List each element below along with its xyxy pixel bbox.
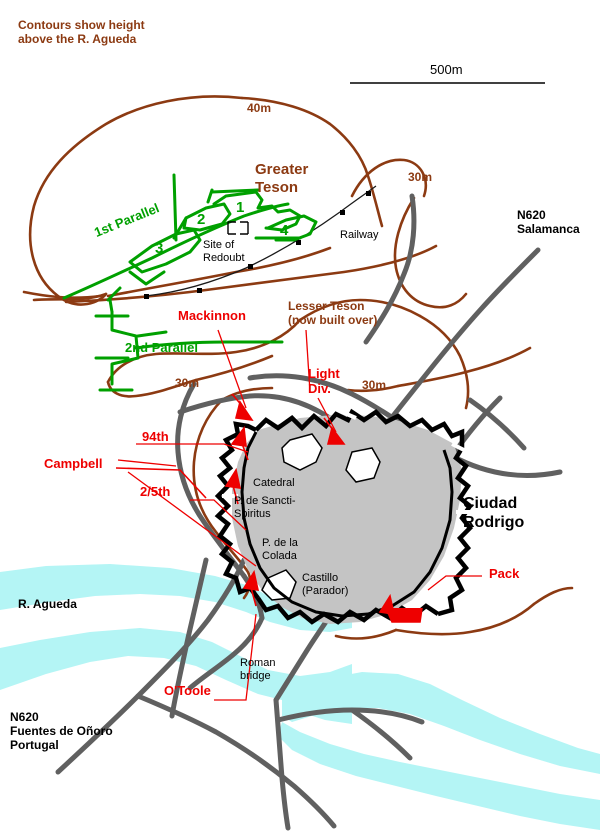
battery-2: [182, 202, 232, 232]
road-n620-fuentes: [55, 557, 247, 775]
assault-indicators: [117, 329, 482, 701]
leader-pack: [427, 575, 482, 591]
wall-east: [437, 446, 474, 617]
battery-4: [266, 214, 318, 242]
label-roman-bridge: Roman bridge: [240, 657, 276, 682]
label-second-parallel: 2nd Parallel: [125, 340, 198, 355]
road-roman-bridge: [273, 697, 291, 831]
label-light-div: Light Div.: [308, 366, 340, 397]
contour-30m-right: [350, 158, 427, 198]
label-n620-salamanca: N620 Salamanca: [517, 208, 580, 237]
contour-label-30m-northeast: 30m: [408, 170, 433, 184]
label-river-agueda: R. Agueda: [18, 597, 77, 611]
road-n620-salamanca: [379, 247, 541, 433]
city-walls: [214, 408, 474, 625]
label-site-of-redoubt: Site of Redoubt: [203, 239, 245, 264]
leader-mackinnon: [217, 329, 247, 409]
first-parallel-line: [62, 202, 290, 300]
contour-label-30m-west: 30m: [175, 376, 200, 390]
label-castillo-parador: Castillo (Parador): [302, 572, 349, 597]
label-2-5th: 2/5th: [140, 484, 171, 499]
communication-trench-north: [172, 173, 178, 242]
contour-note: Contours show height above the R. Agueda: [18, 18, 145, 47]
contour-southeast: [394, 602, 536, 636]
railway-line: [144, 185, 377, 299]
label-94th: 94th: [142, 429, 169, 444]
battery-label-3: 3: [155, 240, 164, 257]
assault-arrows: [115, 393, 423, 623]
label-railway: Railway: [340, 229, 379, 241]
label-p-de-la-colada: P. de la Colada: [262, 537, 298, 562]
wall-inner-line: [240, 431, 454, 618]
contour-label-40m: 40m: [247, 101, 272, 115]
contour-label-30m-east: 30m: [362, 378, 387, 392]
scale-bar-label: 500m: [430, 62, 463, 77]
battery-1: [212, 190, 302, 232]
wall-west: [214, 421, 260, 600]
contour-40m: [28, 95, 244, 306]
terrain-label-greater-teson: Greater Teson: [255, 161, 309, 196]
leader-campbell: [117, 459, 177, 467]
leader-94th: [136, 443, 249, 453]
label-catedral: Catedral: [253, 477, 295, 489]
site-of-redoubt-marker: [227, 221, 249, 235]
contour-30m-left: [106, 318, 302, 384]
walled-city: [232, 414, 462, 624]
label-n620-fuentes: N620 Fuentes de Oñoro Portugal: [10, 710, 113, 753]
road-northwest: [177, 393, 253, 415]
terrain-label-lesser-teson: Lesser Teson (now built over): [288, 299, 378, 328]
wall-north: [254, 408, 465, 448]
contour-city-west: [192, 398, 250, 574]
label-mackinnon: Mackinnon: [178, 308, 246, 323]
siege-works-green: [62, 173, 318, 392]
label-ciudad-rodrigo: Ciudad Rodrigo: [463, 495, 525, 531]
label-pack: Pack: [489, 566, 520, 581]
leader-light-div: [305, 329, 311, 393]
leader-otoole: [214, 613, 257, 701]
label-campbell: Campbell: [44, 456, 103, 471]
label-otoole: O'Toole: [164, 683, 211, 698]
label-p-de-sancti-spiritus: P. de Sancti- Spiritus: [234, 495, 296, 520]
leader-2-5th: [190, 499, 247, 531]
battery-3: [128, 228, 202, 274]
battery-label-1: 1: [236, 199, 245, 216]
battery-label-2: 2: [197, 211, 206, 228]
battery-label-4: 4: [280, 222, 289, 239]
second-parallel-east-run: [134, 340, 284, 350]
